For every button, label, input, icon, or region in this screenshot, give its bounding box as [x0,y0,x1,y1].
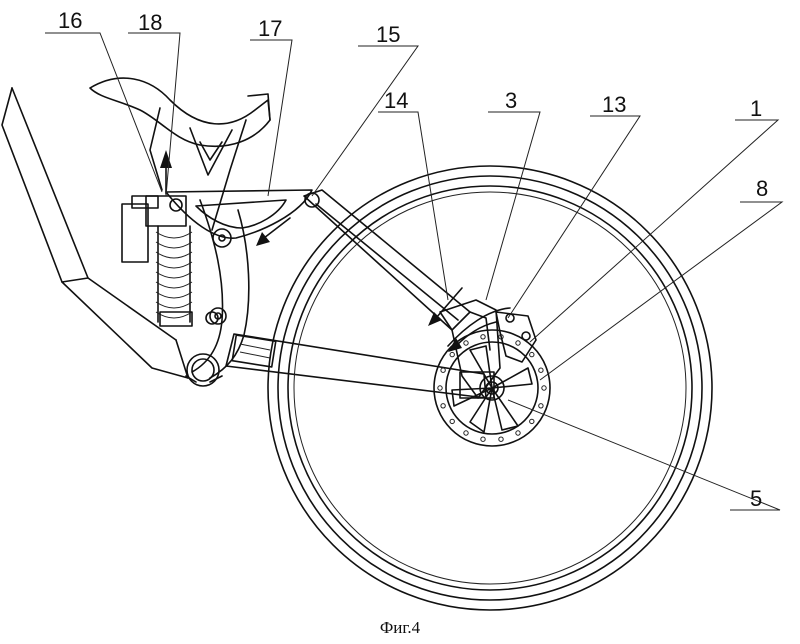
disc-hole [449,351,455,358]
callout-labels: 16 18 17 15 14 3 13 1 8 5 [58,8,768,511]
disc-hole [440,403,446,409]
disc-hole [529,351,535,358]
bottom-bracket [185,353,223,387]
seat-stay [303,189,471,331]
disc-hole [529,418,535,425]
callout-5: 5 [750,486,762,511]
force-arrows [160,150,497,352]
disc-hole [538,403,544,409]
callout-18: 18 [138,10,162,35]
seat-frame [89,77,271,231]
disc-hole [515,340,521,346]
callout-16: 16 [58,8,82,33]
callout-13: 13 [602,92,626,117]
disc-hole [463,430,469,436]
disc-hole [538,367,544,373]
main-frame [1,87,189,379]
disc-hole [498,436,504,442]
disc-hole [437,385,443,391]
shock-absorber [121,195,193,327]
disc-hole [440,367,446,373]
disc-hole [463,340,469,346]
disc-hole [480,436,486,442]
callout-15: 15 [376,22,400,47]
disc-hole [449,418,455,425]
callout-1: 1 [750,96,762,121]
disc-spider [451,345,533,433]
callout-leaders [45,32,784,511]
disc-hole [480,334,486,340]
callout-14: 14 [384,88,408,113]
disc-hole [515,430,521,436]
disc-hole [541,385,547,391]
figure-caption: Фиг.4 [379,618,421,637]
brake-disc [433,329,551,447]
rear-wheel [267,165,713,611]
callout-3: 3 [505,88,517,113]
brake-caliper [447,307,537,363]
callout-8: 8 [756,176,768,201]
callout-17: 17 [258,16,282,41]
